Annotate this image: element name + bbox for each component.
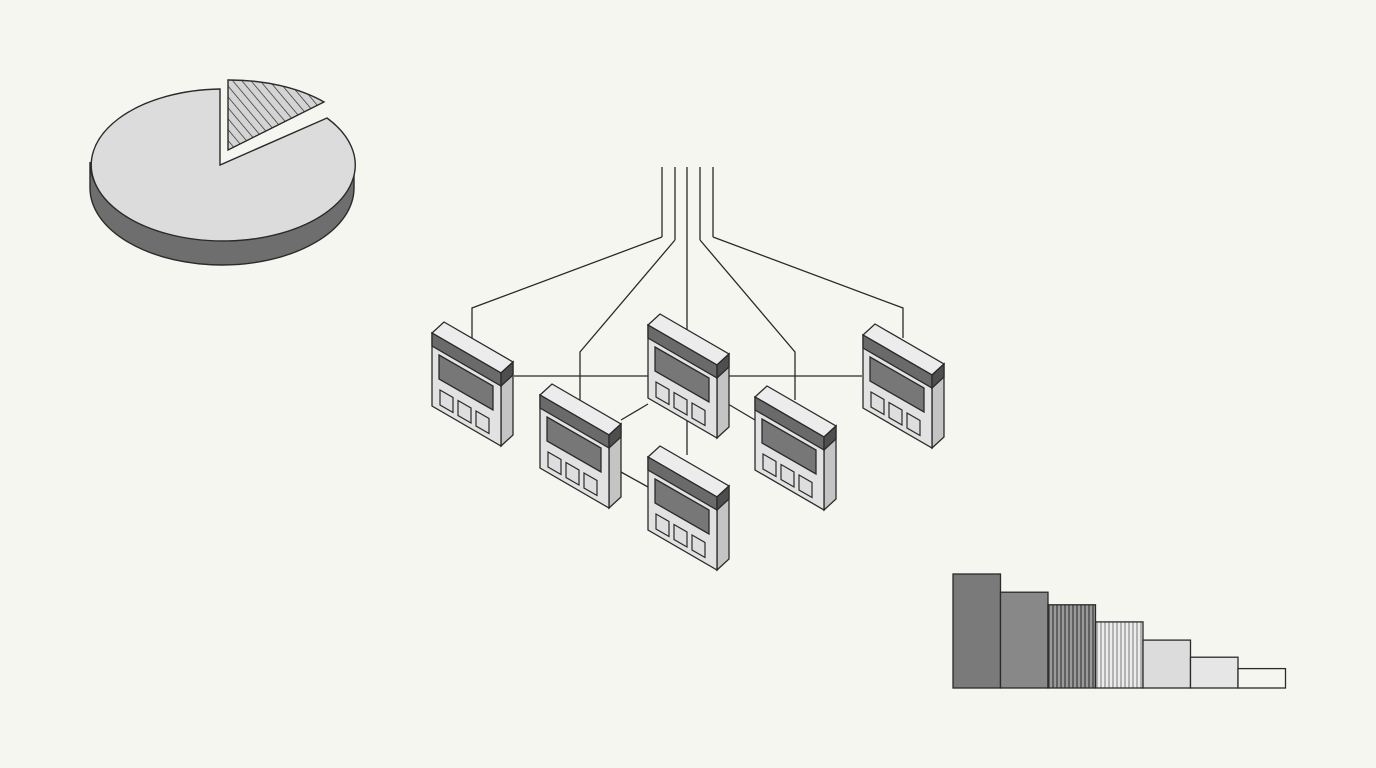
bar-3 [1047, 604, 1097, 689]
device-header-side [716, 484, 730, 512]
device-button [655, 512, 670, 538]
terminal-device-icon [861, 323, 946, 450]
connector-to-node-4 [699, 239, 796, 400]
terminal-device-icon [646, 313, 731, 440]
connector-bottom-left [620, 471, 649, 488]
bar-chart [952, 573, 1287, 689]
device-button [565, 461, 580, 487]
bar-5 [1142, 639, 1192, 689]
device-button [439, 388, 454, 414]
pie-slice-main [90, 88, 356, 242]
device-screen [761, 417, 817, 476]
device-button [888, 401, 903, 427]
device-button [691, 401, 706, 427]
device-screen [654, 477, 710, 536]
network-connectors [471, 167, 904, 488]
connector-diagonal-right [727, 403, 756, 421]
terminal-device-icon [538, 383, 623, 510]
device-header-side [608, 422, 622, 450]
device-header-side [500, 360, 514, 388]
bar-2 [999, 591, 1049, 689]
device-screen [869, 355, 925, 414]
connector-diagonal-left [620, 403, 649, 421]
bar-6 [1189, 656, 1239, 689]
terminal-device-icon [646, 445, 731, 572]
bar-1 [952, 573, 1002, 689]
device-button [780, 463, 795, 489]
pie-slice-exploded [227, 79, 326, 152]
device-button [673, 391, 688, 417]
terminal-device-icon [430, 321, 515, 448]
device-button [870, 390, 885, 416]
device-button [475, 409, 490, 435]
device-button [457, 399, 472, 425]
device-header-side [931, 362, 945, 390]
pie-chart-3d [89, 79, 356, 266]
bar-7 [1237, 667, 1287, 689]
device-button [655, 380, 670, 406]
device-header-side [716, 352, 730, 380]
device-button [673, 523, 688, 549]
device-button [798, 473, 813, 499]
bar-4 [1094, 621, 1144, 689]
connector-to-node-5 [712, 236, 904, 338]
device-button [547, 450, 562, 476]
device-button [906, 411, 921, 437]
connector-to-node-1 [471, 236, 663, 338]
device-screen [438, 353, 494, 412]
device-button [762, 452, 777, 478]
device-screen [546, 415, 602, 474]
device-screen [654, 345, 710, 404]
device-header-side [823, 424, 837, 452]
device-button [583, 471, 598, 497]
device-button [691, 533, 706, 559]
connector-to-node-2 [579, 239, 676, 400]
terminal-device-icon [753, 385, 838, 512]
